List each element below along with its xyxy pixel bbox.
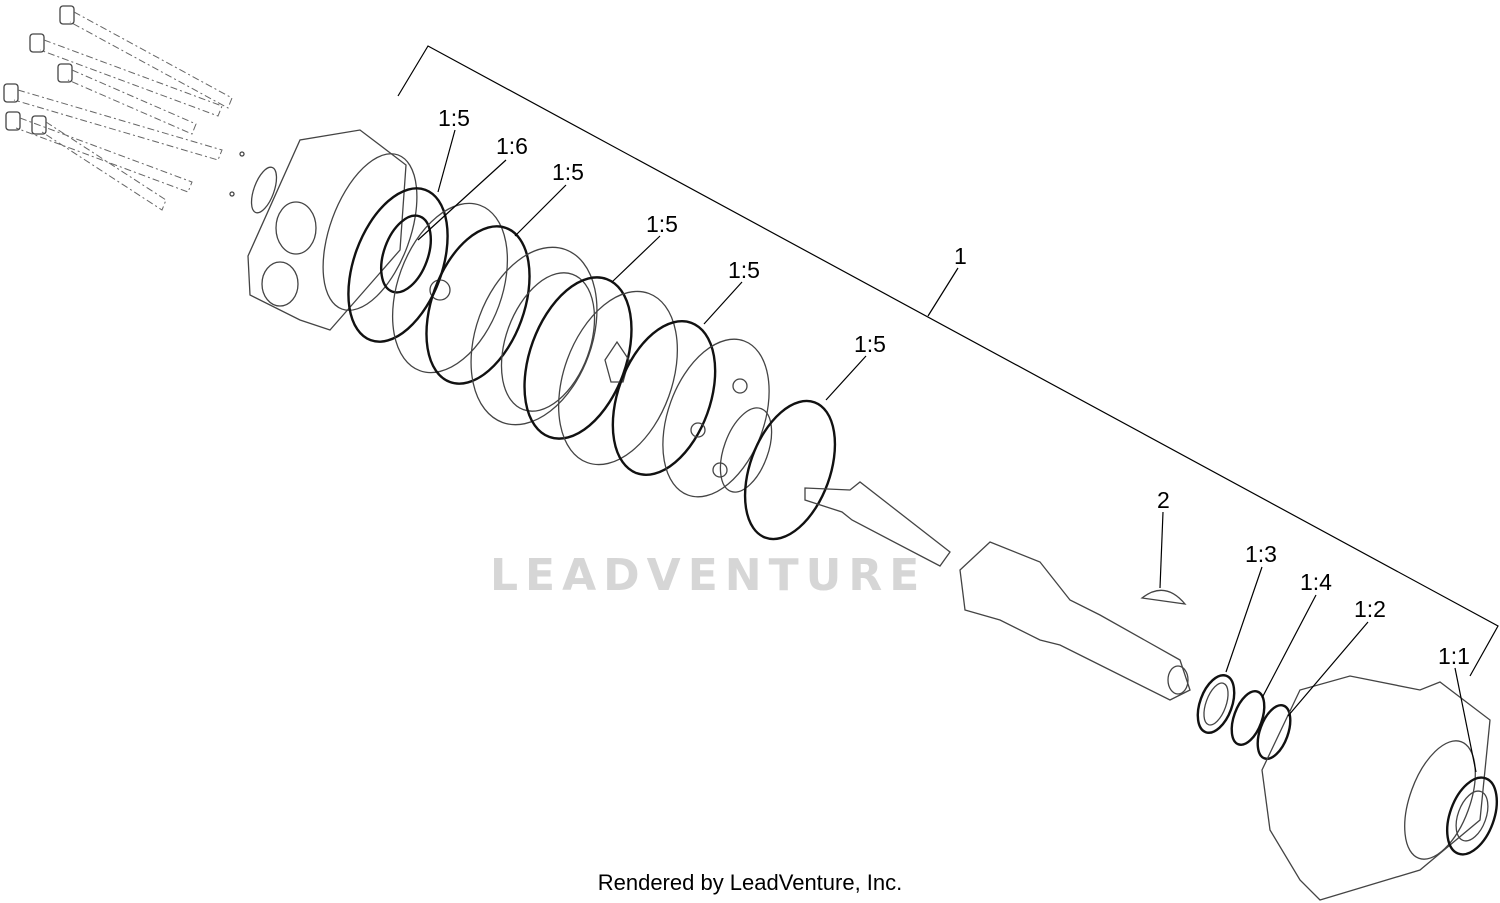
callout-1-5: 1:5 xyxy=(854,331,886,357)
wear-plate xyxy=(662,338,770,498)
bolt xyxy=(31,115,167,211)
thrust-bearing xyxy=(719,407,773,493)
callout-1-3: 1:3 xyxy=(1245,541,1277,567)
callout-1-5: 1:5 xyxy=(728,257,760,283)
dust-seal xyxy=(1256,704,1292,760)
seal-ring xyxy=(611,319,717,477)
callout-1-4: 1:4 xyxy=(1300,569,1332,595)
manifold-plate xyxy=(558,290,678,466)
callout-1-5: 1:5 xyxy=(552,159,584,185)
callout-1-2: 1:2 xyxy=(1354,596,1386,622)
callout-2: 2 xyxy=(1157,487,1170,513)
backup-washer xyxy=(1230,690,1266,746)
front-seal xyxy=(1446,776,1498,856)
leader-1 xyxy=(927,267,959,317)
bolt xyxy=(5,111,193,193)
bolts xyxy=(3,5,245,211)
seal-ring xyxy=(425,225,531,385)
bolt xyxy=(59,5,233,109)
valve-plate xyxy=(391,202,509,374)
gerotor-set xyxy=(470,246,598,426)
callout-1: 1 xyxy=(954,243,967,269)
shaft-seal xyxy=(1196,674,1236,734)
shaft-seals xyxy=(1196,674,1292,760)
callout-1-1: 1:1 xyxy=(1438,643,1470,669)
assembly-bracket xyxy=(397,45,1499,677)
leader-lines xyxy=(417,129,1477,773)
bolt xyxy=(3,83,223,161)
bolt xyxy=(57,63,197,135)
seal-ring-small xyxy=(380,214,432,294)
watermark-text: LEADVENTURE xyxy=(490,550,926,601)
bolt xyxy=(29,33,223,117)
callout-1-5: 1:5 xyxy=(646,211,678,237)
footer-credit: Rendered by LeadVenture, Inc. xyxy=(598,870,903,895)
callouts: 1:5 1:6 1:5 1:5 1:5 1:5 1 2 1:3 1:4 1:2 … xyxy=(438,105,1470,669)
end-cap-housing xyxy=(247,129,418,331)
motor-plates xyxy=(347,187,837,541)
seal-ring xyxy=(743,399,837,541)
mounting-flange-housing xyxy=(1261,675,1498,901)
callout-1-5: 1:5 xyxy=(438,105,470,131)
seal-ring xyxy=(523,276,633,440)
drive-shaft-assembly xyxy=(804,481,1191,701)
woodruff-key xyxy=(1140,589,1187,605)
callout-1-6: 1:6 xyxy=(496,133,528,159)
